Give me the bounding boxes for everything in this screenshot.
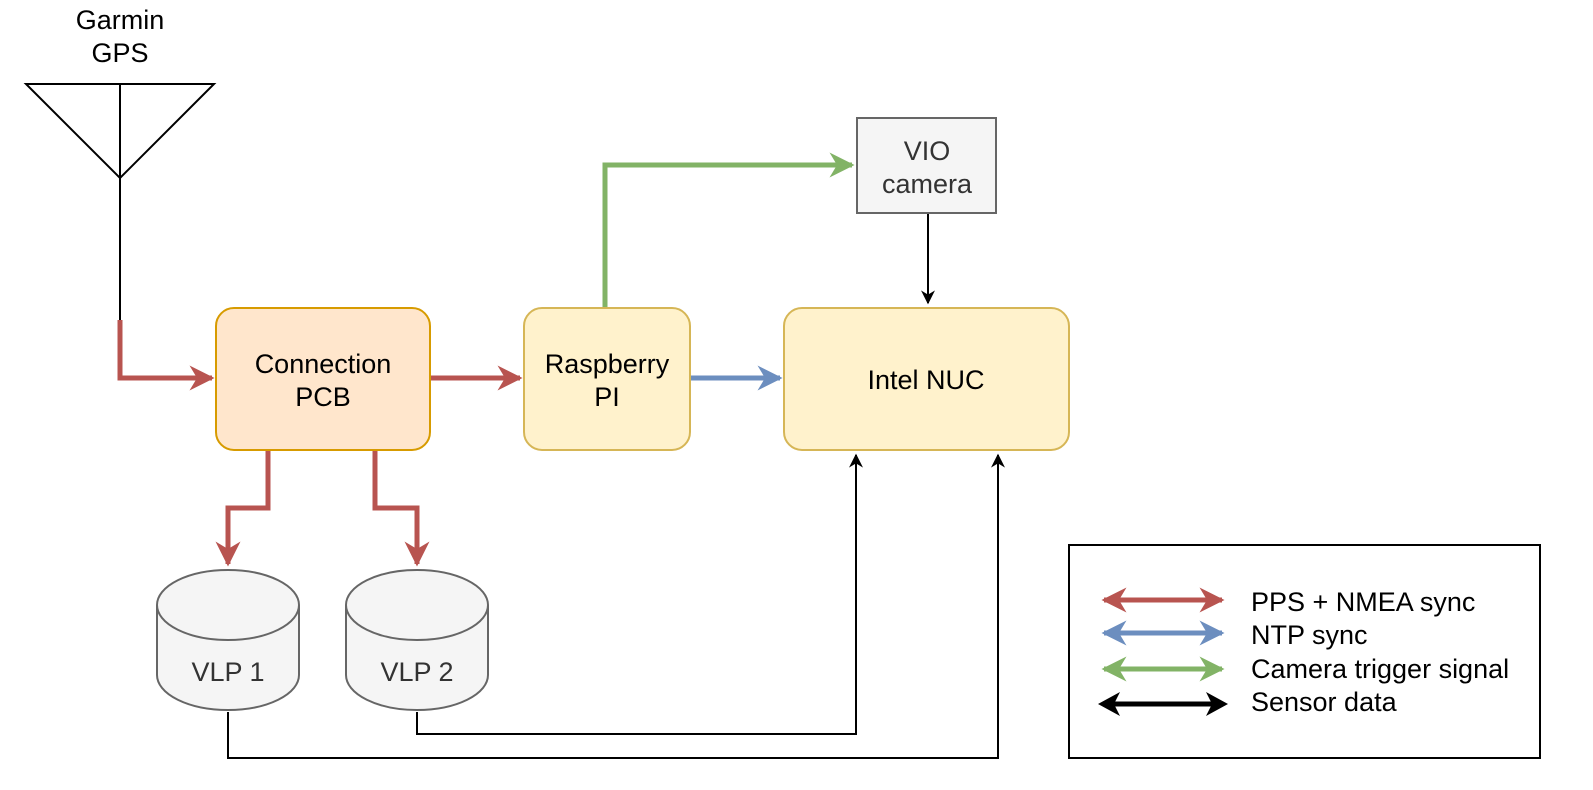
intel-nuc-label: Intel NUC: [867, 365, 984, 395]
raspberry-pi-box: [523, 307, 691, 451]
gps-label-line2: GPS: [91, 38, 148, 68]
legend-swatch-sensor-left-head: [1098, 692, 1120, 716]
vlp1-cylinder-top: [156, 569, 300, 641]
raspberry-pi-label-line1: Raspberry: [545, 349, 670, 379]
legend-swatch-sensor-right-head: [1206, 692, 1228, 716]
vlp2-label: VLP 2: [380, 657, 453, 687]
sensor-edges: [227, 213, 1005, 759]
edge-gps-to-pcb: [117, 320, 215, 391]
edge-rpi-to-vio: [602, 152, 855, 308]
vlp2-cylinder-top: [345, 569, 489, 641]
legend: PPS + NMEA sync NTP sync Camera trigger …: [1068, 544, 1541, 759]
legend-label-pps: PPS + NMEA sync: [1251, 587, 1475, 617]
pps-edges: [117, 320, 523, 567]
gps-label-line1: Garmin: [76, 5, 165, 35]
connection-pcb-box: [215, 307, 431, 451]
edge-vlp2-to-nuc: [416, 453, 863, 735]
vio-camera-label-line1: VIO: [904, 136, 951, 166]
node-connection-pcb: Connection PCB: [215, 307, 431, 451]
edge-pcb-to-vlp1: [215, 450, 271, 567]
gps-antenna: Garmin GPS: [23, 5, 217, 320]
edge-pcb-to-vlp2: [372, 450, 430, 567]
vio-camera-label-line2: camera: [882, 169, 973, 199]
node-intel-nuc: Intel NUC: [783, 307, 1070, 451]
vio-camera-box: [856, 117, 997, 214]
node-vlp1: VLP 1: [156, 569, 300, 711]
vlp1-label: VLP 1: [191, 657, 264, 687]
node-vio-camera: VIO camera: [856, 117, 997, 214]
intel-nuc-box: [783, 307, 1070, 451]
legend-box: [1068, 544, 1541, 759]
edge-vlp1-to-nuc: [227, 453, 1005, 759]
legend-label-ntp: NTP sync: [1251, 620, 1368, 650]
connection-pcb-label-line2: PCB: [295, 382, 351, 412]
connection-pcb-label-line1: Connection: [255, 349, 392, 379]
raspberry-pi-label-line2: PI: [594, 382, 620, 412]
legend-label-camera-trigger: Camera trigger signal: [1251, 654, 1509, 684]
node-vlp2: VLP 2: [345, 569, 489, 711]
legend-label-sensor: Sensor data: [1251, 687, 1398, 717]
node-raspberry-pi: Raspberry PI: [523, 307, 691, 451]
